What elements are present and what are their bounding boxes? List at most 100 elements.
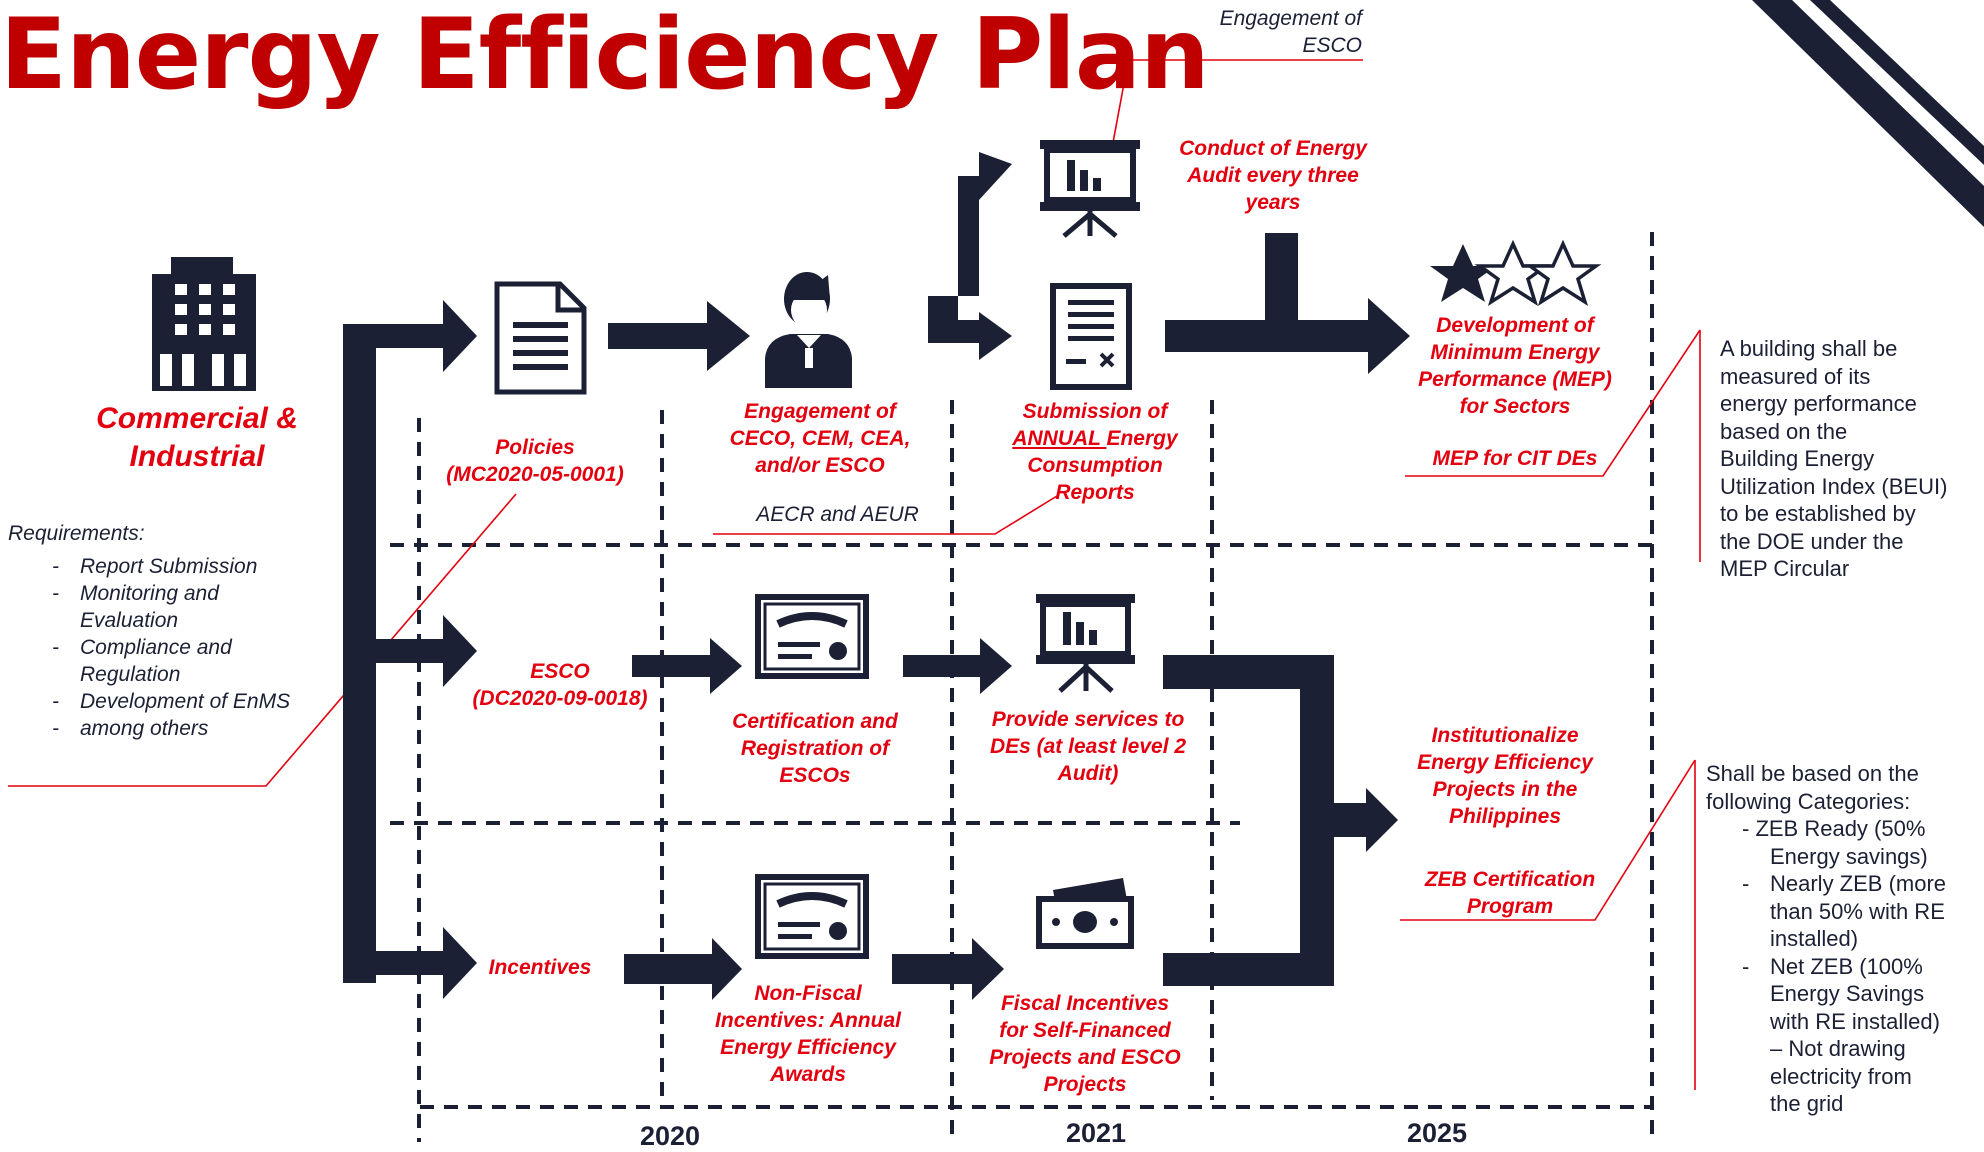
note-line: the DOE under the	[1720, 528, 1904, 554]
label-line: Institutionalize	[1431, 724, 1579, 747]
certification-label: Certification and Registration of ESCOs	[700, 708, 930, 789]
label-line: for Sectors	[1459, 395, 1571, 418]
page-title: Energy Efficiency Plan	[0, 0, 1210, 112]
requirements-list: Report Submission Monitoring and Evaluat…	[8, 553, 298, 742]
label-line: Development of	[1436, 314, 1594, 337]
label-line: Registration of	[740, 737, 890, 760]
arrow-esco-to-cert	[632, 638, 742, 694]
note-line: Building Energy	[1720, 446, 1875, 471]
main-branch-bracket	[343, 300, 477, 999]
label-line: and/or ESCO	[755, 454, 885, 477]
submission-label: Submission of ANNUAL Energy Consumption …	[980, 398, 1210, 506]
arrow-merge-to-institutionalize	[1163, 655, 1398, 986]
arrow-policies-to-engagement	[608, 301, 750, 371]
note-line: installed)	[1770, 926, 1859, 951]
note-line: – Not drawing	[1770, 1036, 1906, 1061]
arrow-cert-to-services	[903, 638, 1012, 694]
label-line: Projects in the	[1432, 778, 1578, 801]
label-line: Fiscal Incentives	[1000, 992, 1170, 1015]
arrow-incentives-to-nonfiscal	[624, 938, 742, 1000]
requirement-item: Development of EnMS	[8, 688, 298, 715]
building-icon	[152, 257, 256, 391]
sector-label: Commercial & Industrial	[82, 400, 312, 476]
presentation-board-icon	[1036, 594, 1135, 693]
label-line: Engagement of	[1219, 7, 1362, 30]
institutionalize-label: Institutionalize Energy Efficiency Proje…	[1390, 722, 1620, 830]
mep-label: Development of Minimum Energy Performanc…	[1400, 312, 1630, 420]
person-icon	[765, 272, 852, 388]
label-line: Audit)	[1057, 762, 1119, 785]
note-line: MEP Circular	[1720, 556, 1850, 581]
label-line: Awards	[770, 1063, 846, 1086]
aecr-aeur-label: AECR and AEUR	[756, 503, 919, 526]
requirements-heading: Requirements:	[8, 522, 145, 545]
label-line: Philippines	[1448, 805, 1561, 828]
label-line: Certification and	[732, 710, 898, 733]
label-fragment: Energy	[1106, 427, 1178, 450]
label-line: Reports	[1055, 481, 1135, 504]
label-line: Policies	[495, 436, 575, 459]
flow-arrows	[343, 152, 1410, 1000]
callout-lines	[8, 59, 1701, 1090]
note-line: to be established by	[1720, 501, 1916, 526]
label-line: ESCOs	[779, 764, 851, 787]
year-label: 2021	[1065, 1118, 1127, 1148]
label-line: for Self-Financed	[999, 1019, 1171, 1042]
note-line: following Categories:	[1706, 788, 1911, 814]
requirement-item: Compliance and Regulation	[8, 634, 298, 688]
label-line: ANNUAL Energy	[980, 425, 1210, 452]
mep-cit-label: MEP for CIT DEs	[1432, 447, 1598, 470]
document-icon	[494, 281, 587, 395]
presentation-board-icon	[1040, 140, 1140, 238]
requirement-item: Monitoring and Evaluation	[8, 580, 298, 634]
esco-label: ESCO (DC2020-09-0018)	[440, 658, 680, 712]
arrow-nonfiscal-to-fiscal	[892, 938, 1004, 1000]
label-line: ESCO	[1302, 34, 1362, 57]
label-line: DEs (at least level 2	[989, 735, 1187, 758]
note-line: Nearly ZEB (more	[1770, 871, 1947, 896]
arrow-branch-audit-submission	[893, 152, 1012, 360]
label-line: Energy Efficiency	[1417, 751, 1593, 774]
services-label: Provide services to DEs (at least level …	[968, 706, 1208, 787]
categories-list: Nearly ZEB (more than 50% with RE instal…	[1706, 870, 1982, 1118]
note-line: - ZEB Ready (50%	[1742, 816, 1926, 841]
note-line: Energy savings)	[1770, 843, 1928, 869]
requirements-block: Requirements: Report Submission Monitori…	[8, 520, 298, 742]
report-icon	[1050, 283, 1132, 390]
sector-label-line: Industrial	[129, 440, 265, 473]
sector-label-line: Commercial &	[96, 402, 298, 435]
label-line: Performance (MEP)	[1418, 368, 1612, 391]
esco-callout: Engagement of ESCO	[1140, 5, 1362, 59]
annual-underlined: ANNUAL	[1012, 427, 1107, 450]
label-line: Incentives: Annual	[715, 1009, 901, 1032]
nonfiscal-label: Non-Fiscal Incentives: Annual Energy Eff…	[693, 980, 923, 1088]
beui-note: A building shall be measured of its ener…	[1720, 335, 1982, 583]
label-line: ZEB Certification	[1424, 868, 1596, 891]
certificate-icon	[755, 874, 869, 959]
fiscal-label: Fiscal Incentives for Self-Financed Proj…	[970, 990, 1200, 1098]
note-line: measured of its	[1720, 363, 1871, 389]
label-line: Minimum Energy	[1430, 341, 1600, 364]
requirement-item: Report Submission	[8, 553, 298, 580]
year-label: 2025	[1406, 1118, 1468, 1148]
note-line: Energy Savings	[1770, 981, 1925, 1006]
label-line: Consumption	[1027, 454, 1163, 477]
year-label: 2020	[639, 1121, 701, 1151]
label-line: Projects and ESCO	[989, 1046, 1181, 1069]
rating-stars-icon	[1430, 239, 1602, 307]
audit-label: Conduct of Energy Audit every three year…	[1153, 135, 1393, 216]
category-item: Net ZEB (100% Energy Savings with RE ins…	[1706, 953, 1982, 1118]
certificate-icon	[755, 594, 869, 679]
label-line: Provide services to	[991, 708, 1185, 731]
money-icon	[1036, 878, 1134, 949]
label-line: Engagement of	[744, 400, 896, 423]
label-line: Submission of	[1022, 400, 1168, 423]
label-line: (DC2020-09-0018)	[472, 687, 648, 710]
label-line: years	[1245, 191, 1301, 214]
incentives-label: Incentives	[488, 956, 592, 979]
arrow-submission-to-mep	[1165, 233, 1410, 374]
note-line: A building shall be	[1720, 336, 1898, 361]
label-line: Conduct of Energy	[1179, 137, 1367, 160]
label-line: ESCO	[530, 660, 590, 683]
note-line: electricity from	[1770, 1063, 1912, 1089]
